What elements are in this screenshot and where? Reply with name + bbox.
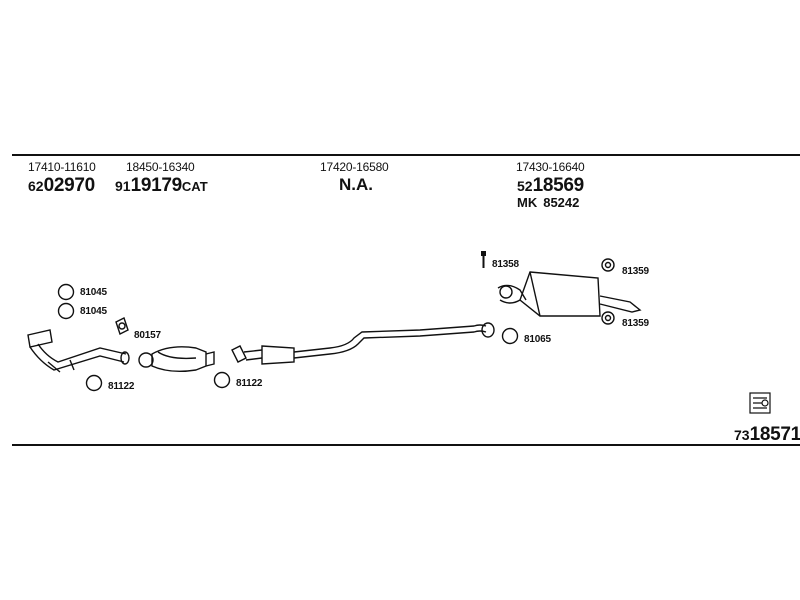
- label-bolt-81358: 81358: [492, 259, 519, 270]
- ring-81122-a-icon: [85, 374, 103, 392]
- label-ring-81122-a: 81122: [108, 381, 135, 392]
- label-ring-81065: 81065: [524, 334, 551, 345]
- part-code-main: 18569: [532, 175, 585, 196]
- rear-silencer-icon: [497, 271, 642, 317]
- part-code-main: 19179: [130, 175, 183, 196]
- part-code-catalyst: 9119179CAT: [115, 175, 208, 197]
- catalog-icon: [749, 392, 771, 414]
- mounting-kit-prefix: MK: [517, 195, 538, 210]
- part-code-main: 18571: [749, 424, 800, 445]
- middle-pipe-icon: [231, 322, 495, 365]
- top-rule: [12, 154, 800, 156]
- mounting-kit-code: MK 85242: [517, 195, 585, 210]
- part-code-rear-silencer: 5218569: [517, 175, 584, 197]
- part-code-suffix: CAT: [181, 179, 208, 194]
- oe-number-rear-silencer: 17430-16640: [516, 160, 585, 174]
- label-ring-81122-b: 81122: [236, 378, 263, 389]
- gasket-80157-icon: [115, 317, 129, 335]
- label-hanger-81359-b: 81359: [622, 318, 649, 329]
- front-pipe-icon: [27, 329, 130, 373]
- label-hanger-81359-a: 81359: [622, 266, 649, 277]
- part-code-prefix: 62: [28, 178, 44, 194]
- mounting-kit-number: 85242: [543, 195, 580, 210]
- part-code-main: 02970: [43, 175, 96, 196]
- not-available-label: N.A.: [339, 175, 373, 194]
- part-code-prefix: 52: [517, 178, 533, 194]
- bolt-81358-icon: [481, 251, 486, 268]
- oe-number-front-pipe: 17410-11610: [28, 160, 96, 174]
- hanger-81359-a-icon: [601, 258, 615, 272]
- label-ring-81045-b: 81045: [80, 306, 107, 317]
- oe-number-catalyst: 18450-16340: [126, 160, 195, 174]
- part-code-prefix: 73: [734, 427, 750, 443]
- part-code-complete-system: 7318571: [734, 424, 800, 446]
- ring-81045-a-icon: [57, 283, 75, 301]
- ring-81065-icon: [501, 327, 519, 345]
- label-ring-81045-a: 81045: [80, 287, 107, 298]
- ring-81122-b-icon: [213, 371, 231, 389]
- bottom-rule: [12, 444, 800, 446]
- part-code-prefix: 91: [115, 178, 131, 194]
- oe-number-middle-pipe: 17420-16580: [320, 160, 389, 174]
- catalyst-icon: [138, 346, 215, 373]
- hanger-81359-b-icon: [601, 311, 615, 325]
- ring-81045-b-icon: [57, 302, 75, 320]
- part-code-front-pipe: 6202970: [28, 175, 95, 197]
- label-gasket-80157: 80157: [134, 330, 161, 341]
